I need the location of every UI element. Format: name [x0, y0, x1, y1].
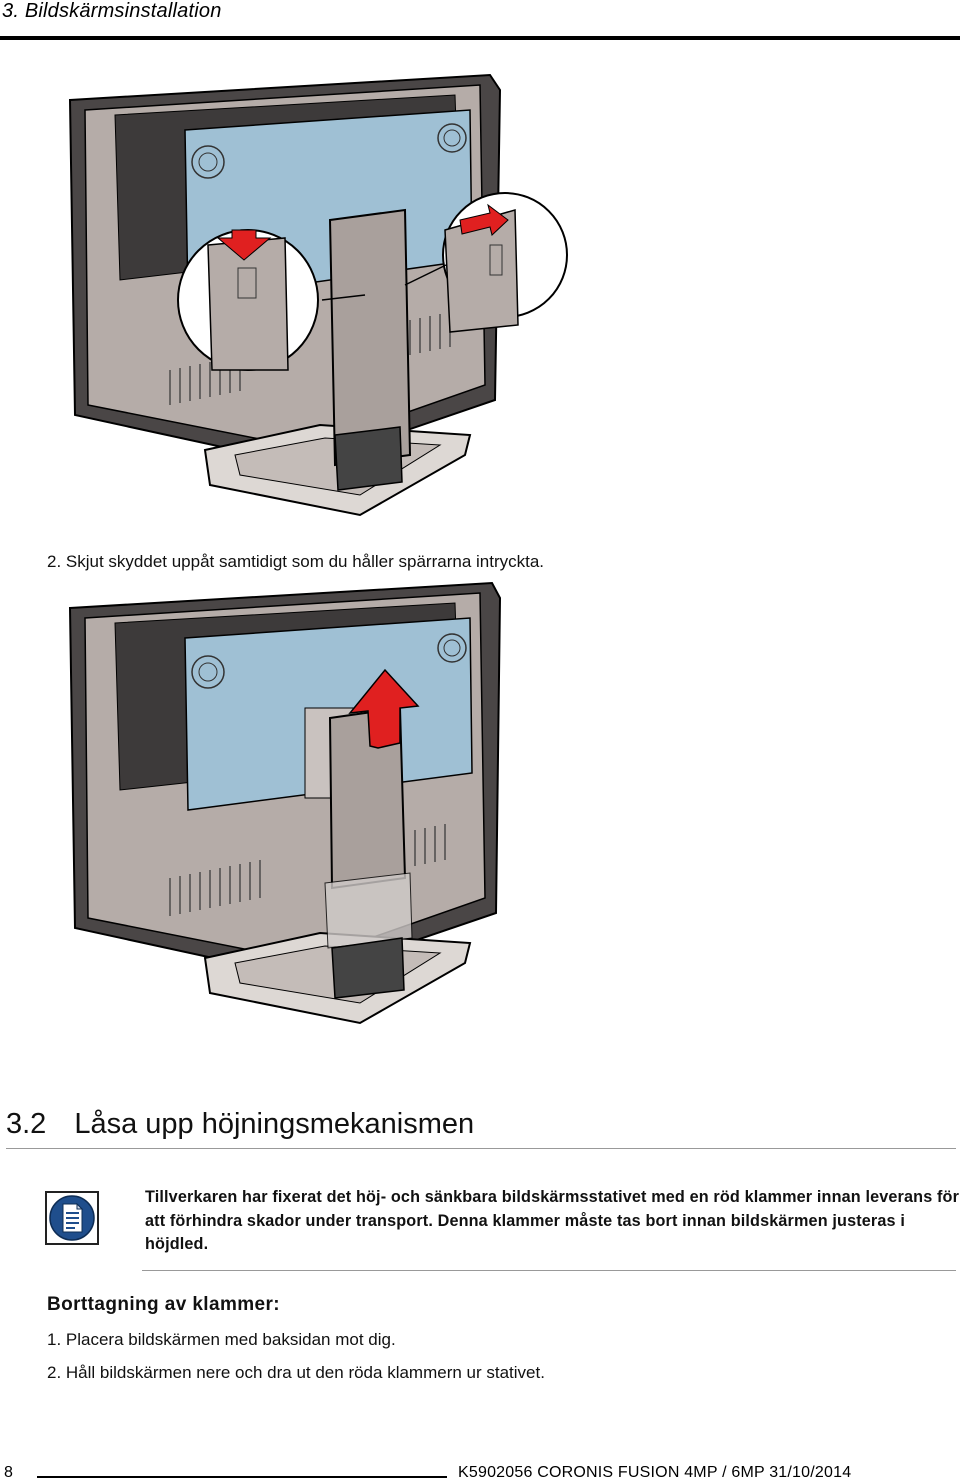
section-title-text: Låsa upp höjningsmekanismen: [74, 1108, 475, 1140]
procedure-heading: Borttagning av klammer:: [47, 1294, 281, 1315]
chapter-header: 3. Bildskärmsinstallation: [2, 0, 222, 22]
header-rule: [0, 36, 960, 40]
figure-monitor-cover-slide-up: [60, 578, 580, 1048]
monitor-back-clip-press-illustration: [68, 73, 568, 517]
note-text: Tillverkaren har fixerat det höj- och sä…: [145, 1188, 960, 1253]
note-document-icon: [45, 1191, 99, 1245]
step-2-slide-cover: 2. Skjut skyddet uppåt samtidigt som du …: [47, 552, 545, 571]
procedure-step-2: 2. Håll bildskärmen nere och dra ut den …: [47, 1363, 545, 1382]
note-rule: [142, 1270, 956, 1271]
footer-rule: [37, 1476, 447, 1478]
procedure-step-1: 1. Placera bildskärmen med baksidan mot …: [47, 1330, 396, 1349]
section-rule: [6, 1148, 956, 1149]
document-id: K5902056 CORONIS FUSION 4MP / 6MP 31/10/…: [458, 1464, 852, 1481]
monitor-back-cover-slide-up-illustration: [68, 581, 502, 1025]
section-number: 3.2: [6, 1108, 47, 1140]
section-heading: 3.2 Låsa upp höjningsmekanismen: [6, 1108, 474, 1141]
page-number: 8: [4, 1464, 13, 1481]
figure-monitor-clip-press: [60, 70, 580, 540]
